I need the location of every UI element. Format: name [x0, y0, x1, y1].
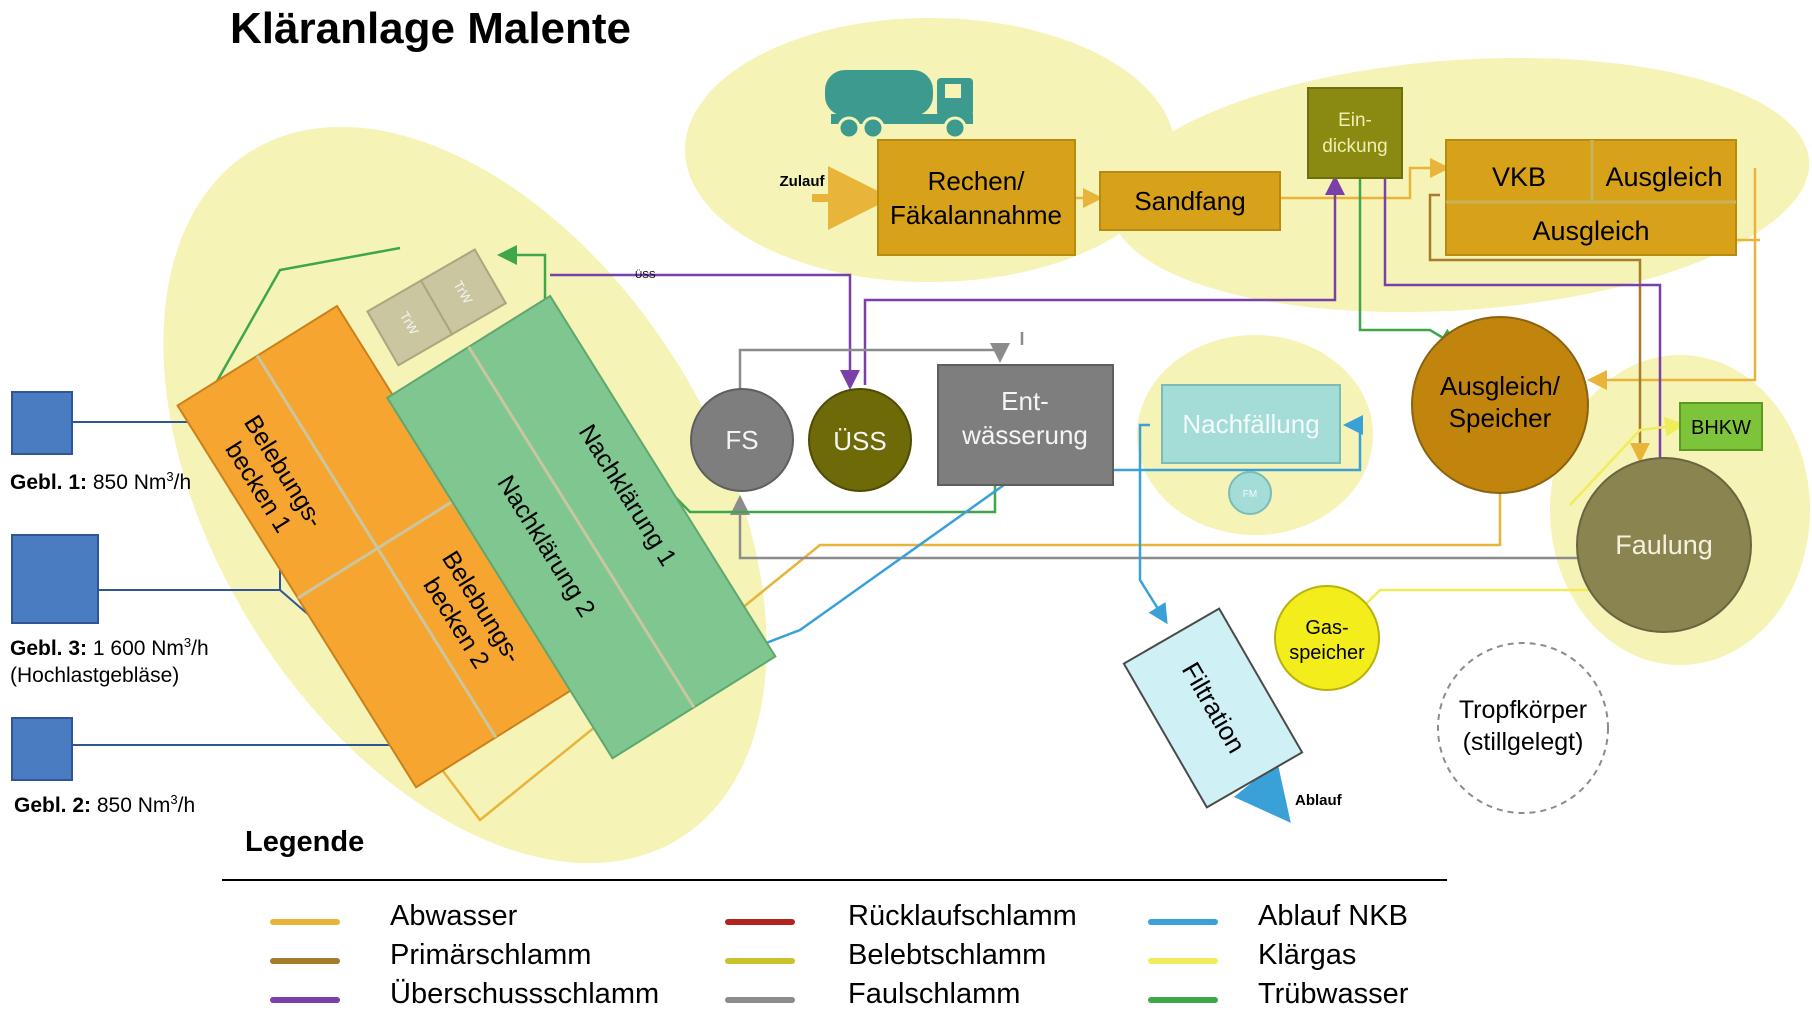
gasspeicher-label-1: Gas- [1305, 617, 1348, 639]
blower-1-icon [11, 391, 73, 455]
unit-nachfaellung: Nachfällung FM [1161, 384, 1341, 515]
blower-1-unit: /h [173, 471, 192, 494]
line-abwasser-sandfang-vkb [1280, 158, 1450, 200]
legend-swatch [1148, 958, 1218, 964]
entwaesserung-label-2: wässerung [961, 420, 1088, 450]
blower-1-sup: 3 [166, 469, 174, 484]
line-uess-1 [550, 273, 860, 390]
legend-label: Ablauf NKB [1258, 900, 1408, 932]
unit-ausgleich-speicher: Ausgleich/ Speicher [1411, 316, 1589, 494]
legend-swatch [270, 997, 340, 1003]
gasspeicher-label-2: speicher [1289, 642, 1365, 664]
bhkw-label: BHKW [1691, 417, 1751, 439]
line-abwasser-to-biology [1587, 168, 1757, 390]
blower-3-sup: 3 [183, 635, 192, 650]
legend-label: Abwasser [390, 900, 518, 932]
line-nkb-1 [629, 415, 1363, 697]
blowers [11, 391, 99, 781]
eindickung-label-1: Ein- [1338, 110, 1372, 131]
unit-gasspeicher: Gas- speicher [1274, 585, 1380, 691]
line-uess-2 [863, 175, 1345, 385]
rechen-label-1: Rechen/ [928, 166, 1026, 196]
line-primaer [1428, 193, 1650, 463]
unit-uess: ÜSS [808, 388, 912, 492]
ausgleich-bottom-label: Ausgleich [1532, 216, 1649, 246]
line-faul-3 [730, 495, 1580, 560]
blower-2-sup: 3 [170, 792, 178, 807]
line-uess-3 [1383, 175, 1662, 458]
blower-3-unit: /h [191, 637, 209, 660]
legend-label: Rücklaufschlamm [848, 900, 1077, 932]
blower-1-name: Gebl. 1: [10, 471, 88, 494]
legend-swatch [725, 958, 795, 964]
blower-1-label: Gebl. 1: 850 Nm3/h [10, 469, 191, 495]
legend-label: Trübwasser [1258, 978, 1409, 1010]
line-nkb-2 [1138, 423, 1168, 625]
unit-sandfang: Sandfang [1099, 171, 1281, 231]
legend-swatch [270, 958, 340, 964]
tanker-truck-icon [825, 70, 973, 140]
eindickung-label-2: dickung [1322, 136, 1388, 157]
unit-trw: TrW TrW [366, 248, 508, 367]
tropfkoerper-label-2: (stillgelegt) [1463, 728, 1584, 756]
page-title: Kläranlage Malente [230, 4, 632, 53]
legend-title: Legende [245, 826, 365, 858]
blower-3-note: (Hochlastgebläse) [10, 664, 180, 687]
vkb-label: VKB [1492, 162, 1546, 192]
legend-label: Überschussschlamm [390, 978, 660, 1010]
blower-2-icon [11, 717, 73, 781]
fs-label: FS [725, 425, 758, 455]
ablauf-label: Ablauf [1295, 792, 1343, 809]
legend-label: Klärgas [1258, 939, 1357, 971]
unit-tropfkoerper: Tropfkörper (stillgelegt) [1437, 642, 1609, 814]
legend-swatch [725, 997, 795, 1003]
line-faul-1 [738, 343, 1010, 400]
unit-bhkw: BHKW [1679, 402, 1763, 451]
unit-fs: FS [690, 388, 794, 492]
faulung-label: Faulung [1615, 530, 1713, 560]
blower-3-value: 1 600 Nm [92, 637, 184, 660]
unit-entwaesserung: Ent- wässerung [937, 364, 1114, 486]
ausgleich-top-label: Ausgleich [1605, 162, 1722, 192]
unit-eindickung: Ein- dickung [1307, 87, 1403, 179]
blower-3-icon [11, 534, 99, 624]
blower-2-value: 850 Nm [96, 794, 171, 817]
ausgleich-speicher-label-2: Speicher [1449, 403, 1552, 433]
line-gas-2 [1569, 416, 1685, 506]
unit-vkb-block: VKB Ausgleich Ausgleich [1445, 139, 1737, 256]
blower-2-unit: /h [177, 794, 196, 817]
tropfkoerper-label-1: Tropfkörper [1459, 696, 1587, 724]
legend-swatch [270, 919, 340, 925]
blower-2-name: Gebl. 2: [14, 794, 92, 817]
blower-3-label: Gebl. 3: 1 600 Nm3/h [10, 635, 209, 661]
unit-rechen: Rechen/ Fäkalannahme [877, 139, 1076, 256]
legend-label: Primärschlamm [390, 939, 592, 971]
zulauf-label: Zulauf [780, 173, 826, 190]
ausgleich-speicher-label-1: Ausgleich/ [1440, 371, 1561, 401]
blower-3-name: Gebl. 3: [10, 637, 88, 660]
nachfaellung-label: Nachfällung [1182, 409, 1319, 439]
legend-label: Belebtschlamm [848, 939, 1047, 971]
legend-swatch [1148, 919, 1218, 925]
entwaesserung-label-1: Ent- [1001, 386, 1049, 416]
rechen-label-2: Fäkalannahme [890, 200, 1062, 230]
legend-swatch [1148, 997, 1218, 1003]
blower-1-value: 850 Nm [92, 471, 167, 494]
blower-2-label: Gebl. 2: 850 Nm3/h [14, 792, 195, 818]
uess-label: ÜSS [833, 426, 886, 456]
unit-faulung: Faulung [1576, 457, 1752, 633]
legend-swatch [725, 919, 795, 925]
legend-label: Faulschlamm [848, 978, 1021, 1010]
fm-label: FM [1243, 489, 1257, 500]
unit-filtration: Filtration [1122, 607, 1304, 809]
uess-line-label: ÜSS [635, 269, 656, 281]
sandfang-label: Sandfang [1134, 186, 1245, 216]
